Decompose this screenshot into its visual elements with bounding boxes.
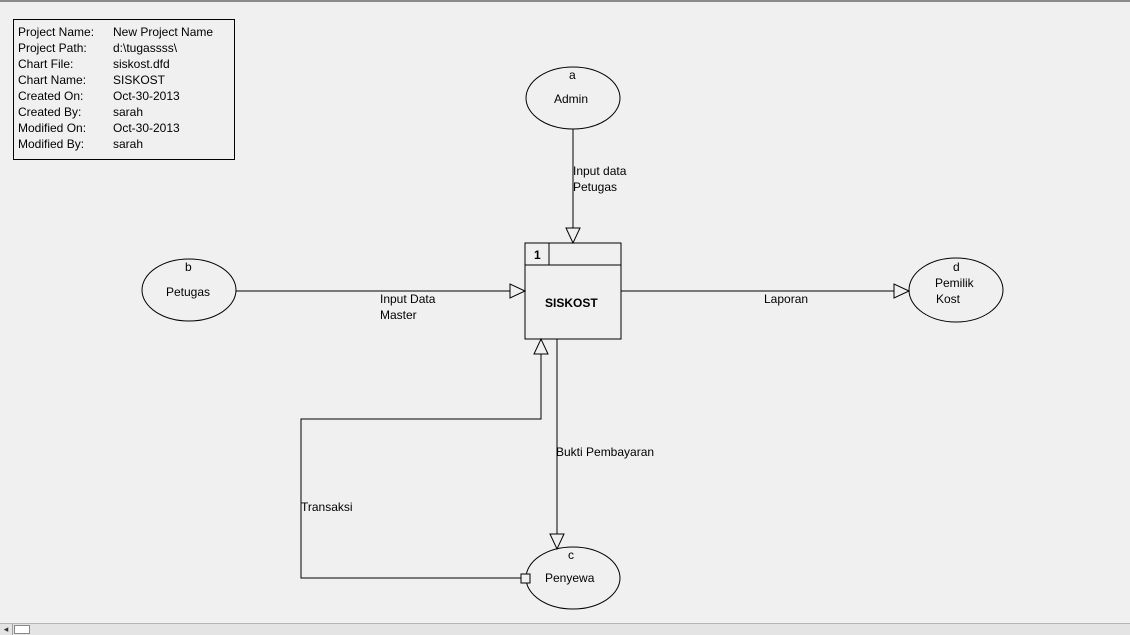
info-value: New Project Name: [113, 25, 214, 39]
arrowhead-down: [565, 227, 581, 245]
entity-petugas-shape[interactable]: [141, 258, 237, 322]
info-value: siskost.dfd: [113, 57, 170, 71]
arrowhead-up: [533, 337, 549, 355]
info-key: Chart Name:: [18, 73, 87, 87]
horizontal-scrollbar[interactable]: ◂: [0, 623, 1130, 635]
scroll-thumb[interactable]: [14, 625, 30, 634]
chevron-left-icon: ◂: [3, 624, 9, 634]
info-value: d:\tugassss\: [113, 41, 178, 55]
arrowhead-down: [549, 533, 565, 551]
flow-label-laporan: Laporan: [764, 292, 809, 306]
flow-label-bukti-pembayaran: Bukti Pembayaran: [556, 445, 655, 459]
entity-penyewa-label: Penyewa: [545, 571, 595, 585]
flow-label-input-data-petugas-line1: Input data: [573, 164, 627, 178]
project-info-box: Project Name: New Project Name Project P…: [13, 19, 235, 160]
info-key: Project Name:: [18, 25, 95, 39]
info-value: sarah: [113, 105, 144, 119]
entity-petugas-label: Petugas: [166, 285, 211, 299]
info-value: SISKOST: [113, 73, 166, 87]
entity-pemilik-kost-id: d: [953, 260, 960, 274]
flow-label-input-data-petugas-line2: Petugas: [573, 180, 618, 194]
info-key: Modified On:: [18, 121, 87, 135]
scroll-left-button[interactable]: ◂: [0, 624, 13, 635]
arrowhead-right: [893, 283, 911, 299]
flow-transaksi[interactable]: [300, 337, 549, 584]
info-value: Oct-30-2013: [113, 121, 180, 135]
flow-bukti-pembayaran[interactable]: [549, 339, 565, 551]
info-value: sarah: [113, 137, 144, 151]
window-top-border: [0, 0, 1130, 2]
entity-pemilik-kost-label-line2: Kost: [936, 292, 961, 306]
flow-input-data-petugas[interactable]: [565, 129, 581, 245]
entity-admin-id: a: [569, 68, 576, 82]
info-value: Oct-30-2013: [113, 89, 180, 103]
entity-pemilik-kost-label-line1: Pemilik: [935, 276, 974, 290]
process-number: 1: [534, 248, 541, 262]
entity-penyewa-id: c: [568, 548, 574, 562]
flow-connector-handle[interactable]: [520, 573, 531, 584]
flow-label-transaksi: Transaksi: [301, 500, 353, 514]
flow-label-input-data-master-line1: Input Data: [380, 292, 436, 306]
entity-pemilik-kost-shape[interactable]: [908, 257, 1004, 323]
info-key: Project Path:: [18, 41, 87, 55]
info-key: Modified By:: [18, 137, 85, 151]
flow-laporan[interactable]: [621, 283, 911, 299]
info-key: Created By:: [18, 105, 82, 119]
flow-label-input-data-master-line2: Master: [380, 308, 417, 322]
info-key: Chart File:: [18, 57, 74, 71]
flow-input-data-master[interactable]: [236, 283, 527, 299]
arrowhead-right: [509, 283, 527, 299]
process-name: SISKOST: [545, 296, 598, 310]
info-key: Created On:: [18, 89, 84, 103]
entity-petugas-id: b: [185, 260, 192, 274]
entity-admin-label: Admin: [554, 92, 589, 106]
